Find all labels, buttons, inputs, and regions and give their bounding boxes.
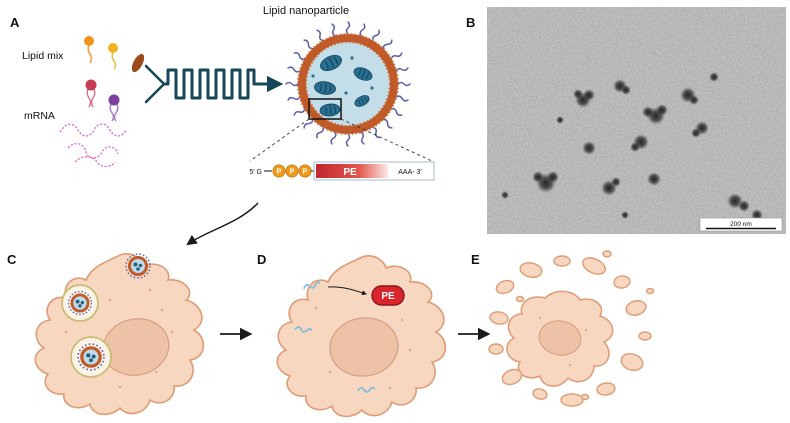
apoptotic-fragments xyxy=(488,250,655,407)
callout-line-left xyxy=(249,118,310,162)
lipid-head-orange xyxy=(84,36,94,46)
pe-protein-badge xyxy=(371,285,405,306)
lipid-mix-icons xyxy=(84,36,145,122)
inset-box xyxy=(308,98,342,120)
cell-e-nucleus-remnant xyxy=(538,320,582,356)
panel-d-label: D xyxy=(257,252,266,267)
phosphate-circle xyxy=(272,164,286,178)
panel-c: C xyxy=(7,252,205,416)
arrow-a-to-c xyxy=(186,202,259,246)
lnp-membrane-heads-outer xyxy=(296,32,400,136)
mixing-bracket xyxy=(144,64,166,104)
tem-nanoparticles xyxy=(501,72,763,221)
panel-c-label: C xyxy=(7,252,17,267)
cargo-dot xyxy=(311,74,315,78)
lipid-head-purple xyxy=(108,94,120,106)
lipid-tails xyxy=(86,88,96,108)
lipid-mix-label: Lipid mix xyxy=(22,50,64,62)
lnp-title: Lipid nanoparticle xyxy=(263,5,349,17)
lipid-nanoparticle xyxy=(285,21,411,147)
phosphate-letter: P xyxy=(277,169,282,176)
construct-3prime: AAA- 3′ xyxy=(398,169,422,176)
panel-d: D PE xyxy=(257,252,447,418)
mrna-label: mRNA xyxy=(24,110,55,122)
translation-arrow xyxy=(327,286,367,296)
panel-a: A Lipid nanoparticle Lipid mix mRNA xyxy=(10,5,435,181)
mrna-construct: 5′ G P P P PE AAA- 3′ xyxy=(249,161,435,181)
pe-protein-label: PE xyxy=(381,291,395,302)
cytoplasm-speckles xyxy=(64,288,174,389)
dying-cell xyxy=(488,250,655,407)
cargo-dot xyxy=(350,56,354,60)
panel-a-label: A xyxy=(10,15,20,30)
panel-b-label: B xyxy=(466,15,475,30)
lipid-tail xyxy=(87,44,93,64)
tem-scale-bar: 200 nm xyxy=(699,217,783,232)
cytoplasm-speckles xyxy=(314,306,412,390)
mrna-strand xyxy=(74,156,116,168)
cargo-dot xyxy=(344,91,348,95)
panel-b: B xyxy=(466,7,786,234)
pe-gene-label: PE xyxy=(343,167,357,178)
scale-bar-text: 200 nm xyxy=(730,221,752,228)
lipid-tail xyxy=(111,51,117,70)
cell-d-nucleus xyxy=(329,317,399,377)
panel-e: E xyxy=(471,250,655,407)
tem-micrograph: 200 nm xyxy=(487,7,786,234)
callout-line-right xyxy=(340,118,433,162)
mrna-strand xyxy=(67,142,119,159)
phosphate-letter: P xyxy=(290,169,295,176)
cargo-dot xyxy=(370,86,374,90)
lnp-membrane-heads-inner xyxy=(305,41,391,127)
phosphate-letter: P xyxy=(303,169,308,176)
lipid-head-yellow xyxy=(108,43,118,53)
cholesterol-icon xyxy=(131,53,145,73)
phosphate-circle xyxy=(285,164,299,178)
mrna-strands xyxy=(59,123,127,168)
lipid-head-crimson xyxy=(85,79,97,91)
panel-e-label: E xyxy=(471,252,480,267)
fragment-speckles xyxy=(538,316,588,367)
construct-5prime: 5′ G xyxy=(249,169,262,176)
microfluidic-channel xyxy=(162,68,260,100)
pe-gene-box xyxy=(316,164,388,178)
lipid-tails xyxy=(109,103,119,122)
mrna-strand xyxy=(59,123,127,137)
